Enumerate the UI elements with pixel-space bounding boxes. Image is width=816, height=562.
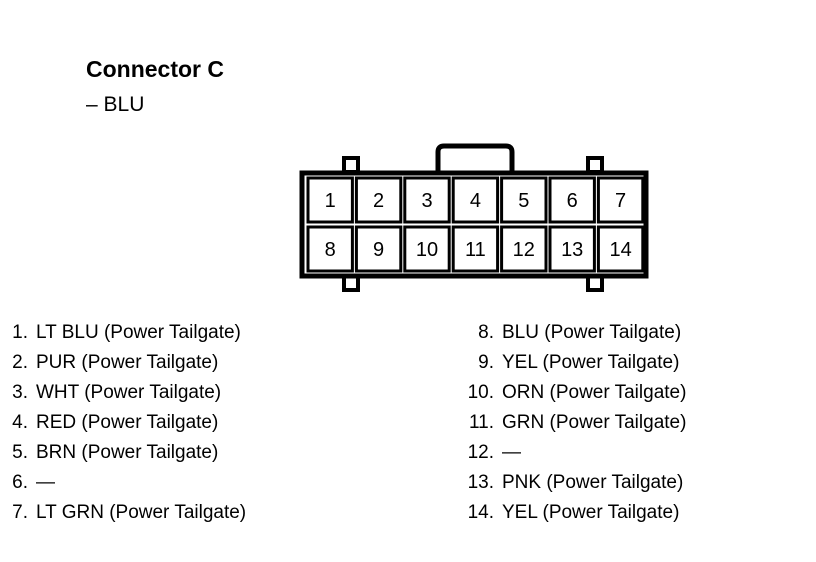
pin-number: 12. — [467, 442, 494, 463]
pin-cavity — [403, 225, 451, 273]
pin-number: 5. — [12, 442, 28, 463]
pin-number: 7. — [12, 502, 28, 523]
pin-description: LT GRN (Power Tailgate) — [36, 502, 247, 523]
list-item: 4. RED (Power Tailgate) — [0, 408, 246, 438]
pinout-list-right: 8. BLU (Power Tailgate) 9. YEL (Power Tail… — [460, 318, 687, 528]
pin-cavity-label: 2 — [373, 190, 384, 212]
list-item: 10. ORN (Power Tailgate) — [460, 378, 687, 408]
pin-cavity — [306, 225, 354, 273]
pin-cavity — [500, 176, 548, 224]
list-item: 11. GRN (Power Tailgate) — [460, 408, 686, 438]
pin-number: 4. — [12, 412, 28, 433]
pin-description: — — [502, 442, 521, 463]
pin-cavity — [500, 225, 548, 273]
list-item: 12. — — [460, 438, 686, 468]
pin-cavity — [451, 225, 500, 273]
pin-cavity — [403, 176, 451, 224]
pin-number: 11. — [468, 412, 494, 433]
pin-description: WHT (Power Tailgate) — [36, 382, 222, 403]
pin-cavity-label: 13 — [561, 239, 583, 261]
pin-cavity — [596, 176, 645, 224]
pin-cavity — [354, 176, 403, 224]
pin-cavity-label: 10 — [416, 239, 438, 261]
pin-number: 8. — [478, 322, 494, 343]
pin-description: YEL (Power Tailgate) — [502, 352, 680, 373]
pin-cavity-label: 11 — [465, 239, 486, 261]
pin-cavity-label: 5 — [518, 190, 529, 212]
pin-cavity-label: 8 — [325, 239, 336, 261]
pin-cavity-label: 4 — [470, 190, 481, 212]
list-item: 6. — — [0, 468, 246, 498]
pin-description: PNK (Power Tailgate) — [502, 472, 684, 493]
connector-color-note: – BLU — [86, 93, 145, 116]
list-item: 13. PNK (Power Tailgate) — [460, 468, 686, 498]
locating-tab-top-right — [586, 156, 604, 174]
pin-number: 14. — [467, 502, 494, 523]
locating-tab-top-left — [342, 156, 360, 174]
pinout-list-left: 1. LT BLU (Power Tailgate) 2. PUR (Power T… — [0, 318, 246, 528]
list-item: 5. BRN (Power Tailgate) — [0, 438, 246, 468]
pin-cavity-label: 14 — [609, 239, 631, 261]
pin-cavity — [548, 176, 596, 224]
pin-description: — — [36, 472, 55, 493]
pin-cavity-label: 7 — [615, 190, 626, 212]
pin-cavity — [354, 225, 403, 273]
pin-number: 10. — [467, 382, 494, 403]
pin-number: 3. — [12, 382, 28, 403]
pin-description: YEL (Power Tailgate) — [502, 502, 680, 523]
connector-latch — [435, 143, 515, 171]
pin-cavity-label: 1 — [325, 190, 336, 212]
pin-cavity-label: 9 — [373, 239, 384, 261]
pin-description: GRN (Power Tailgate) — [502, 412, 687, 433]
pin-cavity — [306, 176, 354, 224]
pin-number: 1. — [12, 322, 28, 343]
pin-cavity — [451, 176, 500, 224]
pin-description: RED (Power Tailgate) — [36, 412, 219, 433]
pin-number: 6. — [12, 472, 28, 493]
list-item: 2. PUR (Power Tailgate) — [0, 348, 246, 378]
connector-title: Connector C — [86, 56, 224, 82]
pin-description: BLU (Power Tailgate) — [502, 322, 682, 343]
pin-description: LT BLU (Power Tailgate) — [36, 322, 241, 343]
pin-description: BRN (Power Tailgate) — [36, 442, 219, 463]
list-item: 8. BLU (Power Tailgate) — [460, 318, 686, 348]
pin-description: PUR (Power Tailgate) — [36, 352, 219, 373]
pin-number: 9. — [478, 352, 494, 373]
pin-cavity-label: 3 — [421, 190, 432, 212]
list-item: 9. YEL (Power Tailgate) — [460, 348, 686, 378]
pin-cavity — [596, 225, 645, 273]
pin-description: ORN (Power Tailgate) — [502, 382, 687, 403]
list-item: 14. YEL (Power Tailgate) — [460, 498, 686, 528]
list-item: 7. LT GRN (Power Tailgate) — [0, 498, 246, 528]
pin-cavity-label: 6 — [567, 190, 578, 212]
list-item: 3. WHT (Power Tailgate) — [0, 378, 246, 408]
pin-number: 13. — [467, 472, 494, 493]
pin-cavity-label: 12 — [513, 239, 535, 261]
pin-number: 2. — [12, 352, 28, 373]
list-item: 1. LT BLU (Power Tailgate) — [0, 318, 246, 348]
pin-cavity — [548, 225, 596, 273]
